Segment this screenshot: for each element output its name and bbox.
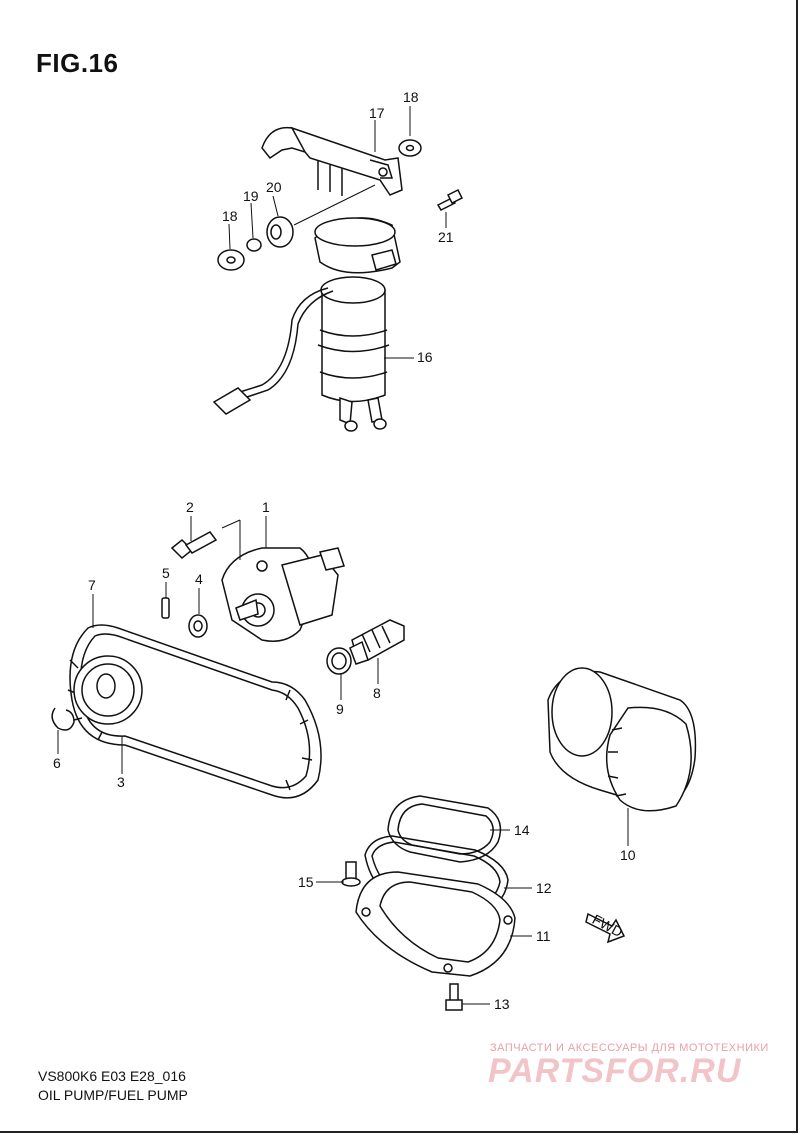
callout-5: 5 <box>162 565 170 581</box>
watermark-tagline: ЗАПЧАСТИ И АКСЕССУАРЫ ДЛЯ МОТОТЕХНИКИ <box>490 1042 769 1054</box>
callout-14: 14 <box>514 822 530 838</box>
figure-title: FIG.16 <box>36 48 119 78</box>
callout-4: 4 <box>195 571 203 587</box>
callout-18-top: 18 <box>403 89 419 105</box>
callout-12: 12 <box>536 880 552 896</box>
bolt-21 <box>436 188 464 211</box>
callout-17: 17 <box>369 105 385 121</box>
callout-18-left: 18 <box>222 208 238 224</box>
bolt-15 <box>341 861 361 887</box>
fwd-label: FWD <box>590 911 626 940</box>
callout-labels: 17 18 20 19 18 21 16 1 2 5 4 7 8 9 6 3 1… <box>53 89 636 1012</box>
gasket-14 <box>387 795 502 863</box>
washer-18-left <box>217 249 245 271</box>
bracket-17 <box>261 126 403 196</box>
bolt-2 <box>170 531 218 560</box>
circlip-6 <box>51 707 75 731</box>
callout-2: 2 <box>186 499 194 515</box>
callout-19: 19 <box>243 188 259 204</box>
callout-15: 15 <box>298 874 314 890</box>
gasket-9 <box>326 647 352 675</box>
cushion-20 <box>266 216 294 248</box>
forward-arrow-icon: FWD <box>585 911 626 944</box>
oil-filter-10 <box>547 667 697 812</box>
callout-7: 7 <box>88 577 96 593</box>
collar-19 <box>246 238 262 252</box>
bolt-13 <box>445 983 463 1011</box>
sprocket-3 <box>73 655 143 725</box>
watermark-brand: PARTSFOR.RU <box>488 1052 742 1090</box>
washer-18-top <box>398 139 422 157</box>
oil-pan-cover-11 <box>355 871 516 977</box>
washer-4 <box>188 614 208 638</box>
oil-pump-1 <box>221 519 345 642</box>
callout-3: 3 <box>117 774 125 790</box>
figure-name: OIL PUMP/FUEL PUMP <box>38 1087 188 1103</box>
callout-16: 16 <box>417 349 433 365</box>
callout-20: 20 <box>266 179 282 195</box>
pin-5 <box>161 597 170 619</box>
callout-8: 8 <box>373 685 381 701</box>
fuel-pump-16 <box>212 276 390 432</box>
callout-10: 10 <box>620 847 636 863</box>
callout-21: 21 <box>438 229 454 245</box>
model-code: VS800K6 E03 E28_016 <box>38 1068 186 1084</box>
callout-11: 11 <box>536 928 551 944</box>
pump-clamp <box>293 184 401 274</box>
callout-1: 1 <box>262 499 270 515</box>
plug-8 <box>349 619 405 665</box>
callout-13: 13 <box>494 996 510 1012</box>
callout-6: 6 <box>53 755 61 771</box>
leader-lines <box>57 106 629 1005</box>
callout-9: 9 <box>336 701 344 717</box>
